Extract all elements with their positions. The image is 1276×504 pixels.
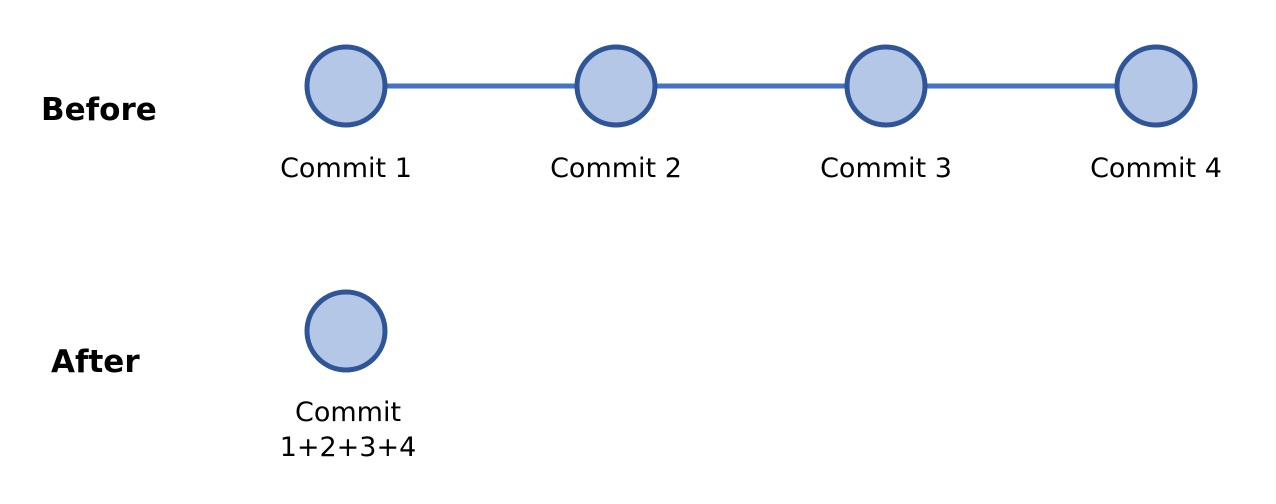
before-label: Before	[41, 92, 157, 128]
commit-2-label: Commit 2	[550, 153, 682, 184]
squashed-commit-label-line-2: 1+2+3+4	[280, 432, 417, 463]
commit-4-label: Commit 4	[1090, 153, 1222, 184]
commit-2-node[interactable]	[574, 44, 658, 128]
commit-3-label: Commit 3	[820, 153, 952, 184]
commit-1-label: Commit 1	[280, 153, 412, 184]
commit-1-node[interactable]	[304, 44, 388, 128]
commit-3-node[interactable]	[844, 44, 928, 128]
squashed-commit-node[interactable]	[304, 289, 388, 373]
squashed-commit-label-line-1: Commit	[295, 397, 401, 428]
after-row: After Commit 1+2+3+4	[51, 289, 417, 463]
before-row: Before Commit 1 Commit 2 Commit 3 Commit…	[41, 44, 1222, 184]
commit-4-node[interactable]	[1114, 44, 1198, 128]
after-label: After	[51, 344, 140, 380]
